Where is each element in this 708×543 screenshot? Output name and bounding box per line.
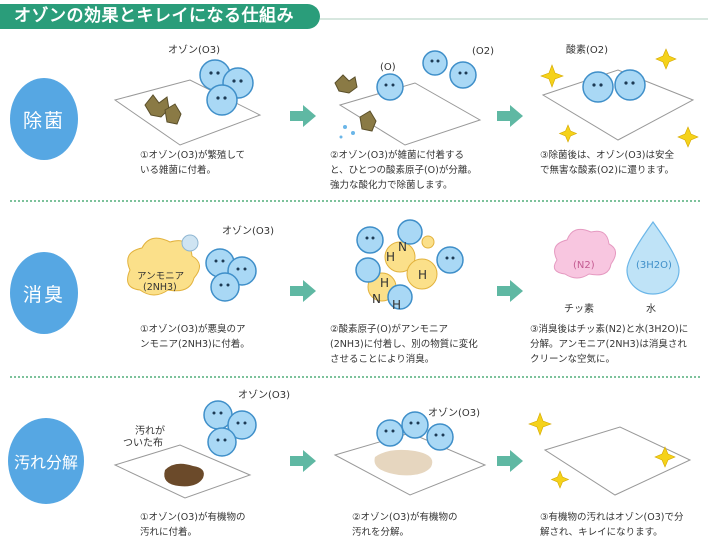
sterilization-step3-illustration [538,45,698,145]
caption-line: ①オゾン(O3)が有機物の [140,510,245,525]
row-separator [10,200,700,202]
ammonia-label: アンモニア [137,268,184,282]
caption-line: 強力な酸化力で除菌します。 [330,178,477,193]
water-name-label: 水 [646,300,656,315]
nitrogen-name-label: チッ素 [564,300,594,315]
arrow-right-icon [497,450,523,472]
arrow-right-icon [290,105,316,127]
water-formula-label: (3H2O) [636,260,672,271]
arrow-right-icon [290,280,316,302]
ammonia-formula-label: (2NH3) [143,282,177,293]
caption-line: いる雑菌に付着。 [140,163,245,178]
arrow-right-icon [290,450,316,472]
title-bar: オゾンの効果とキレイになる仕組み [0,0,708,32]
hydrogen-label: H [386,250,395,264]
ozone-label: オゾン(O3) [168,41,220,56]
ozone-label: オゾン(O3) [222,222,274,237]
caption-line: クリーンな空気に。 [530,352,688,367]
deodorization-step3-illustration [545,220,695,295]
stain-step3-illustration [530,405,700,505]
row-label-stain-breakdown: 汚れ分解 [8,418,84,504]
step-caption: ②酸素原子(O)がアンモニア (2NH3)に付着し、別の物質に変化 させることに… [330,322,478,367]
nitrogen-formula-label: (N2) [573,260,595,271]
caption-line: ①オゾン(O3)が悪臭のア [140,322,250,337]
caption-line: ③消臭後はチッ素(N2)と水(3H2O)に [530,322,688,337]
caption-line: ②オゾン(O3)が雑菌に付着する [330,148,477,163]
deodorization-step2-illustration [340,212,480,312]
step-caption: ③有機物の汚れはオゾン(O3)で分 解され、キレイになります。 [540,510,683,540]
nitrogen-label: N [372,292,381,306]
step-caption: ③除菌後は、オゾン(O3)は安全 で無害な酸素(O2)に還ります。 [540,148,674,178]
oxygen-atom-label: (O) [380,62,396,73]
step-caption: ①オゾン(O3)が悪臭のア ンモニア(2NH3)に付着。 [140,322,250,352]
step-caption: ②オゾン(O3)が有機物の 汚れを分解。 [352,510,457,540]
row-label-deodorization: 消臭 [10,252,78,334]
arrow-right-icon [497,280,523,302]
step-caption: ①オゾン(O3)が繁殖して いる雑菌に付着。 [140,148,245,178]
oxygen-molecule-label: (O2) [472,46,494,57]
caption-line: 解され、キレイになります。 [540,525,683,540]
row-label-sterilization: 除菌 [10,78,78,160]
caption-line: で無害な酸素(O2)に還ります。 [540,163,674,178]
arrow-right-icon [497,105,523,127]
sterilization-step1-illustration [110,45,280,145]
title-underline [320,18,708,20]
nitrogen-label: N [398,240,407,254]
caption-line: 汚れに付着。 [140,525,245,540]
caption-line: と、ひとつの酸素原子(O)が分離。 [330,163,477,178]
oxygen-label: 酸素(O2) [566,41,608,56]
page-title: オゾンの効果とキレイになる仕組み [14,4,294,29]
caption-line: ①オゾン(O3)が繁殖して [140,148,245,163]
caption-line: 汚れを分解。 [352,525,457,540]
hydrogen-label: H [418,268,427,282]
caption-line: ③有機物の汚れはオゾン(O3)で分 [540,510,683,525]
hydrogen-label: H [392,298,401,312]
hydrogen-label: H [380,276,389,290]
ozone-label: オゾン(O3) [428,404,480,419]
ozone-molecule-icon [200,60,253,115]
caption-line: ③除菌後は、オゾン(O3)は安全 [540,148,674,163]
sterilization-step2-illustration [315,45,490,145]
stained-cloth-label: ついた布 [123,434,163,449]
caption-line: ②オゾン(O3)が有機物の [352,510,457,525]
step-caption: ③消臭後はチッ素(N2)と水(3H2O)に 分解。アンモニア(2NH3)は消臭さ… [530,322,688,367]
caption-line: ンモニア(2NH3)に付着。 [140,337,250,352]
caption-line: させることにより消臭。 [330,352,478,367]
water-drop-icon [627,222,679,294]
step-caption: ①オゾン(O3)が有機物の 汚れに付着。 [140,510,245,540]
caption-line: (2NH3)に付着し、別の物質に変化 [330,337,478,352]
step-caption: ②オゾン(O3)が雑菌に付着する と、ひとつの酸素原子(O)が分離。 強力な酸化… [330,148,477,193]
caption-line: ②酸素原子(O)がアンモニア [330,322,478,337]
row-separator [10,376,700,378]
ozone-label: オゾン(O3) [238,386,290,401]
caption-line: 分解。アンモニア(2NH3)は消臭され [530,337,688,352]
